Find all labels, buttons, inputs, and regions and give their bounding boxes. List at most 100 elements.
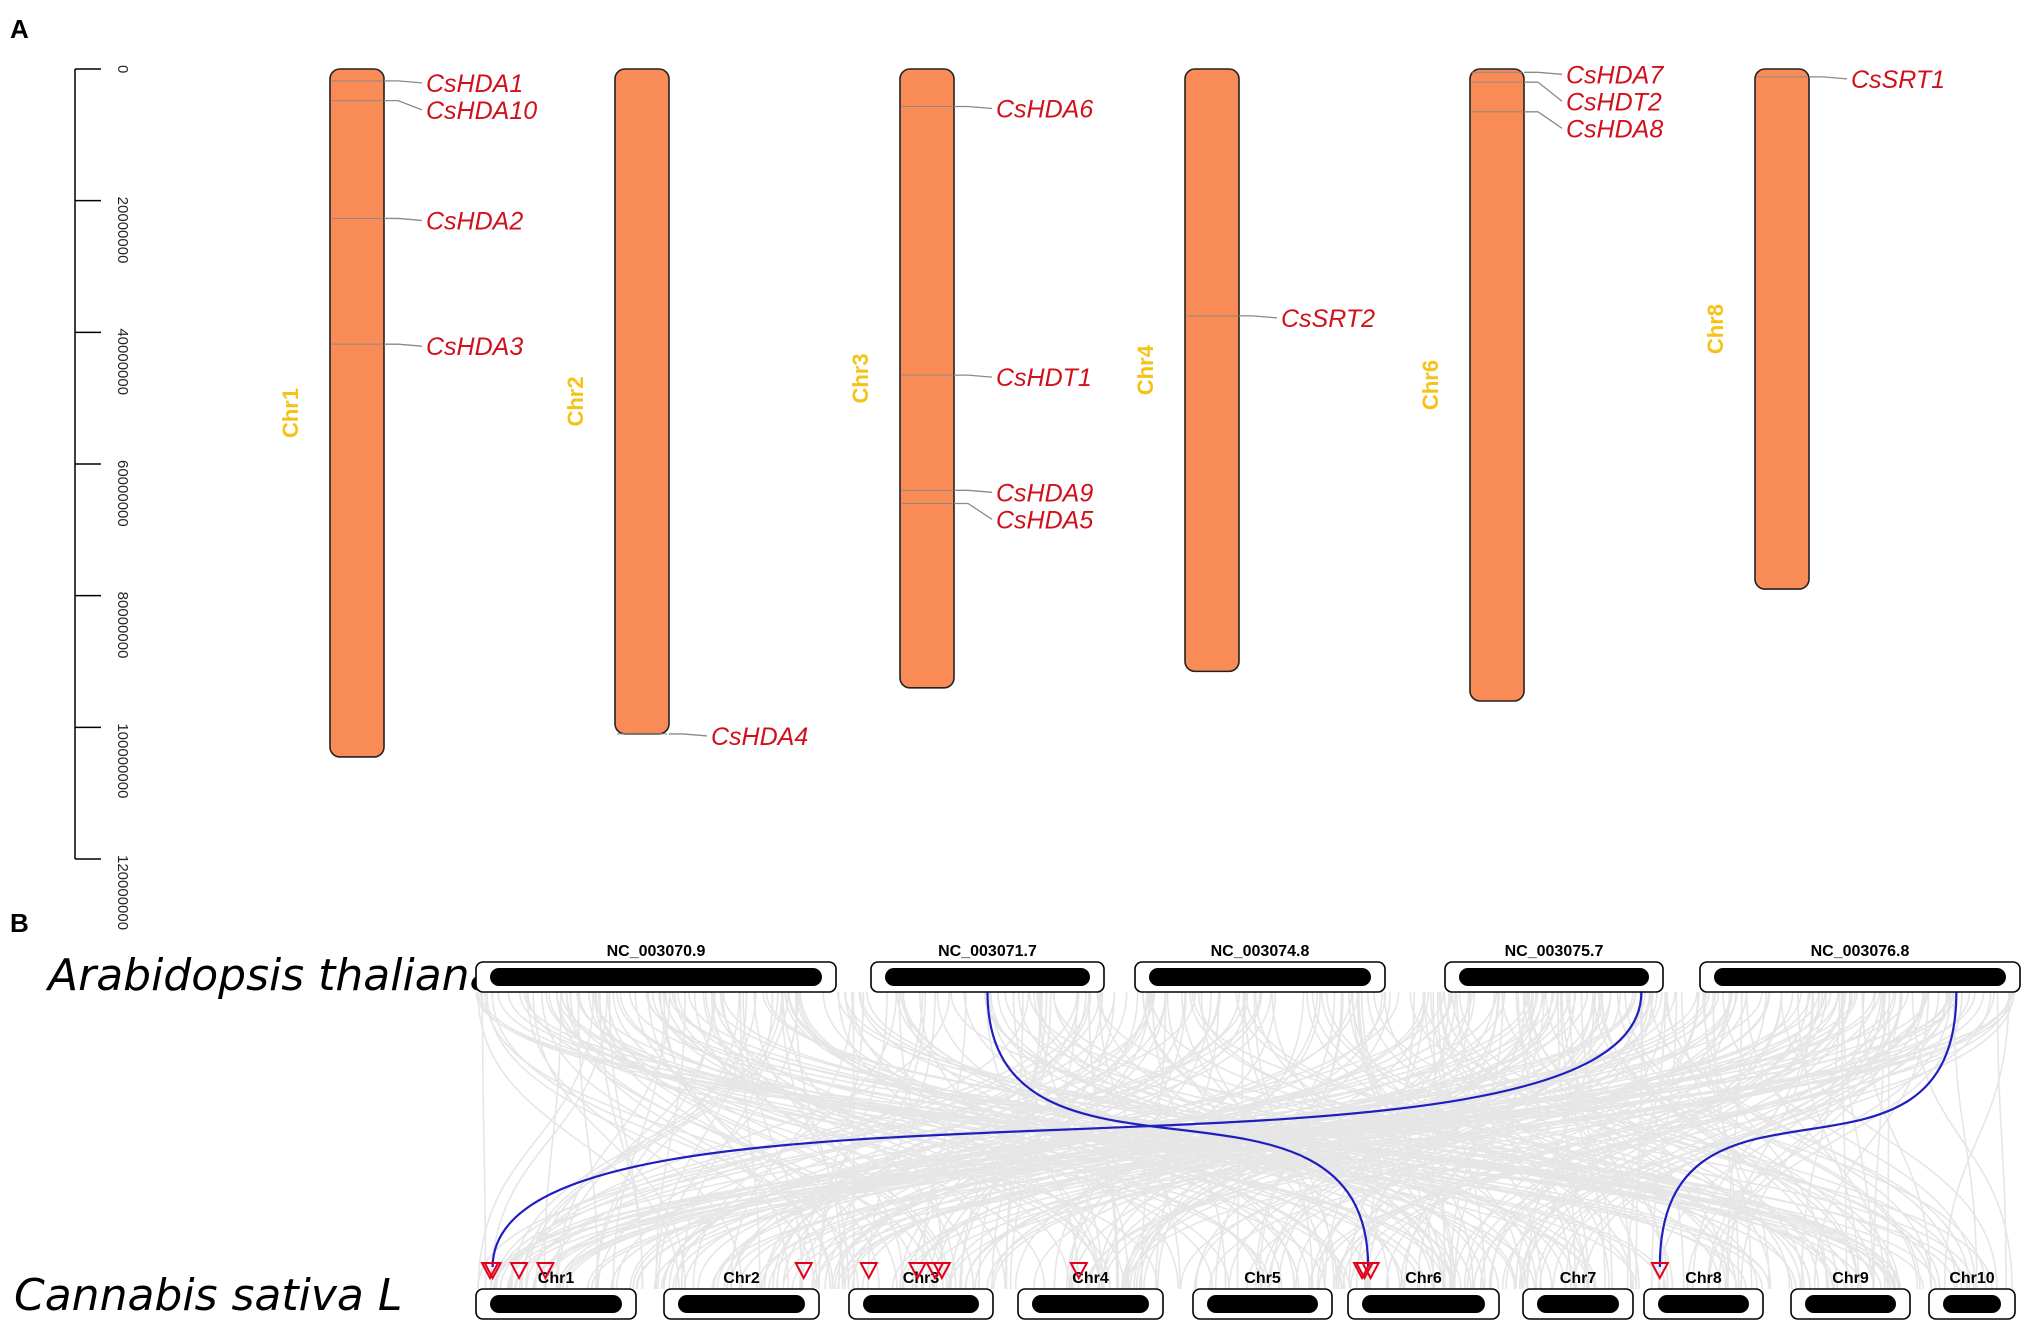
cannabis-chromosome: Chr5	[1192, 1270, 1333, 1320]
chromosome-bar	[1658, 1295, 1749, 1313]
gene-leader	[954, 489, 993, 493]
gene-label: CsSRT1	[1851, 66, 1945, 94]
chromosome-label: Chr10	[1949, 1270, 1994, 1287]
gene-leader	[1239, 315, 1278, 319]
chromosome-bar	[329, 68, 385, 758]
chromosome-bar	[1207, 1295, 1318, 1313]
gene-label: CsHDA3	[426, 333, 523, 361]
gene-leader	[1524, 71, 1563, 75]
chromosome-label: Chr4	[1133, 344, 1158, 395]
chromosome-bar	[678, 1295, 805, 1313]
chromosome-label: Chr5	[1244, 1270, 1281, 1287]
chromosome-bar	[1149, 968, 1371, 986]
gene-marker-triangle	[907, 1262, 928, 1281]
chromosome-bar	[1754, 68, 1810, 590]
chromosome-label: NC_003070.9	[607, 943, 706, 960]
chromosome-bar	[614, 68, 670, 735]
gene-marker-triangle	[932, 1262, 952, 1281]
gene-markers	[480, 1262, 1670, 1281]
scale-tick-label: 20000000	[114, 197, 131, 264]
chromosome-bar	[1469, 68, 1525, 702]
gene-marker-triangle	[482, 1262, 503, 1281]
chromosome-label: Chr6	[1418, 360, 1443, 410]
gene-marker-triangle	[1069, 1262, 1089, 1281]
arabidopsis-chromosome: NC_003070.9	[475, 943, 837, 993]
gene-label: CsHDT1	[996, 364, 1092, 392]
gene-label: CsHDA5	[996, 506, 1093, 534]
cannabis-chromosome: Chr9	[1790, 1270, 1911, 1320]
gene-leader	[954, 105, 993, 110]
gene-label: CsHDA9	[996, 479, 1093, 507]
chromosome-label: Chr1	[278, 388, 303, 438]
species-top-label: Arabidopsis thaliana	[45, 950, 497, 1001]
chromosome-bar	[1537, 1295, 1619, 1313]
cannabis-chromosomes: Chr1 Chr2 Chr3 Chr4 Chr5 Chr6 Chr7 Chr8 Chr9 Chr1…	[475, 1270, 2016, 1320]
chromosome-bar	[1032, 1295, 1149, 1313]
chromosome-ideograms: Chr1CsHDA1CsHDA10CsHDA2CsHDA3Chr2CsHDA4C…	[278, 61, 1945, 758]
chromosome-bar	[490, 968, 822, 986]
gene-label: CsHDA4	[711, 723, 808, 751]
gene-leader	[669, 733, 708, 737]
cannabis-chromosome: Chr2	[663, 1270, 820, 1320]
chromosome-label: Chr6	[1405, 1270, 1442, 1287]
chromosome-bar	[899, 68, 955, 689]
chromosome-label: NC_003071.7	[938, 943, 1037, 960]
synteny-highlight-link	[491, 991, 1643, 1268]
panel-a-letter: A	[10, 14, 29, 44]
cannabis-chromosome: Chr7	[1522, 1270, 1634, 1320]
scale-tick-label: 100000000	[114, 723, 131, 798]
arabidopsis-chromosome: NC_003071.7	[870, 943, 1105, 993]
chromosome-label: Chr3	[903, 1270, 940, 1287]
panel-b-letter: B	[10, 908, 29, 938]
arabidopsis-chromosome: NC_003075.7	[1444, 943, 1664, 993]
gene-label: CsHDT2	[1566, 88, 1662, 116]
cannabis-chromosome: Chr10	[1928, 1270, 2016, 1320]
synteny-background-curves	[475, 991, 2015, 1290]
gene-marker-triangle	[535, 1262, 556, 1281]
cannabis-chromosome: Chr6	[1347, 1270, 1500, 1320]
chromosome-label: Chr9	[1832, 1270, 1869, 1287]
chromosome-label: Chr4	[1072, 1270, 1109, 1287]
gene-leader	[954, 502, 993, 520]
gene-label: CsHDA2	[426, 207, 523, 235]
gene-label: CsSRT2	[1281, 305, 1375, 333]
chromosome-bar	[1714, 968, 2006, 986]
cannabis-chromosome: Chr3	[848, 1270, 994, 1320]
scale-tick-label: 60000000	[114, 460, 131, 527]
gene-marker-triangle	[509, 1262, 529, 1281]
cannabis-chromosome: Chr8	[1643, 1270, 1764, 1320]
gene-label: CsHDA7	[1566, 61, 1664, 89]
chromosome-label: Chr2	[723, 1270, 760, 1287]
panel-b: B Arabidopsis thaliana Cannabis sativa L…	[10, 908, 2021, 1321]
cannabis-chromosome: Chr1	[475, 1270, 637, 1320]
gene-leader	[384, 99, 423, 111]
chromosome-chr4: Chr4 CsSRT2	[1133, 68, 1375, 673]
gene-leader	[1809, 76, 1848, 80]
scale-tick-label: 0	[114, 65, 131, 73]
chromosome-bar	[863, 1295, 979, 1313]
gene-label: CsHDA1	[426, 70, 523, 98]
scale-tick-label: 120000000	[114, 855, 131, 930]
chromosome-label: Chr3	[848, 353, 873, 403]
chromosome-label: NC_003075.7	[1505, 943, 1604, 960]
gene-marker-triangle	[1650, 1262, 1670, 1281]
cannabis-chromosome: Chr4	[1017, 1270, 1164, 1320]
panel-a: A 02000000040000000600000008000000010000…	[10, 14, 1945, 930]
synteny-background-links	[475, 991, 2015, 1290]
gene-marker-triangle	[794, 1262, 814, 1281]
synteny-highlight-links	[491, 991, 1958, 1268]
gene-label: CsHDA8	[1566, 115, 1663, 143]
chromosome-label: Chr2	[563, 376, 588, 426]
species-bottom-label: Cannabis sativa L	[14, 1270, 402, 1321]
chromosome-bar	[1943, 1295, 2001, 1313]
scale-tick-label: 80000000	[114, 592, 131, 659]
chromosome-label: Chr7	[1560, 1270, 1597, 1287]
gene-leader	[384, 80, 423, 84]
chromosome-label: Chr8	[1703, 304, 1728, 354]
chromosome-bar	[1362, 1295, 1485, 1313]
